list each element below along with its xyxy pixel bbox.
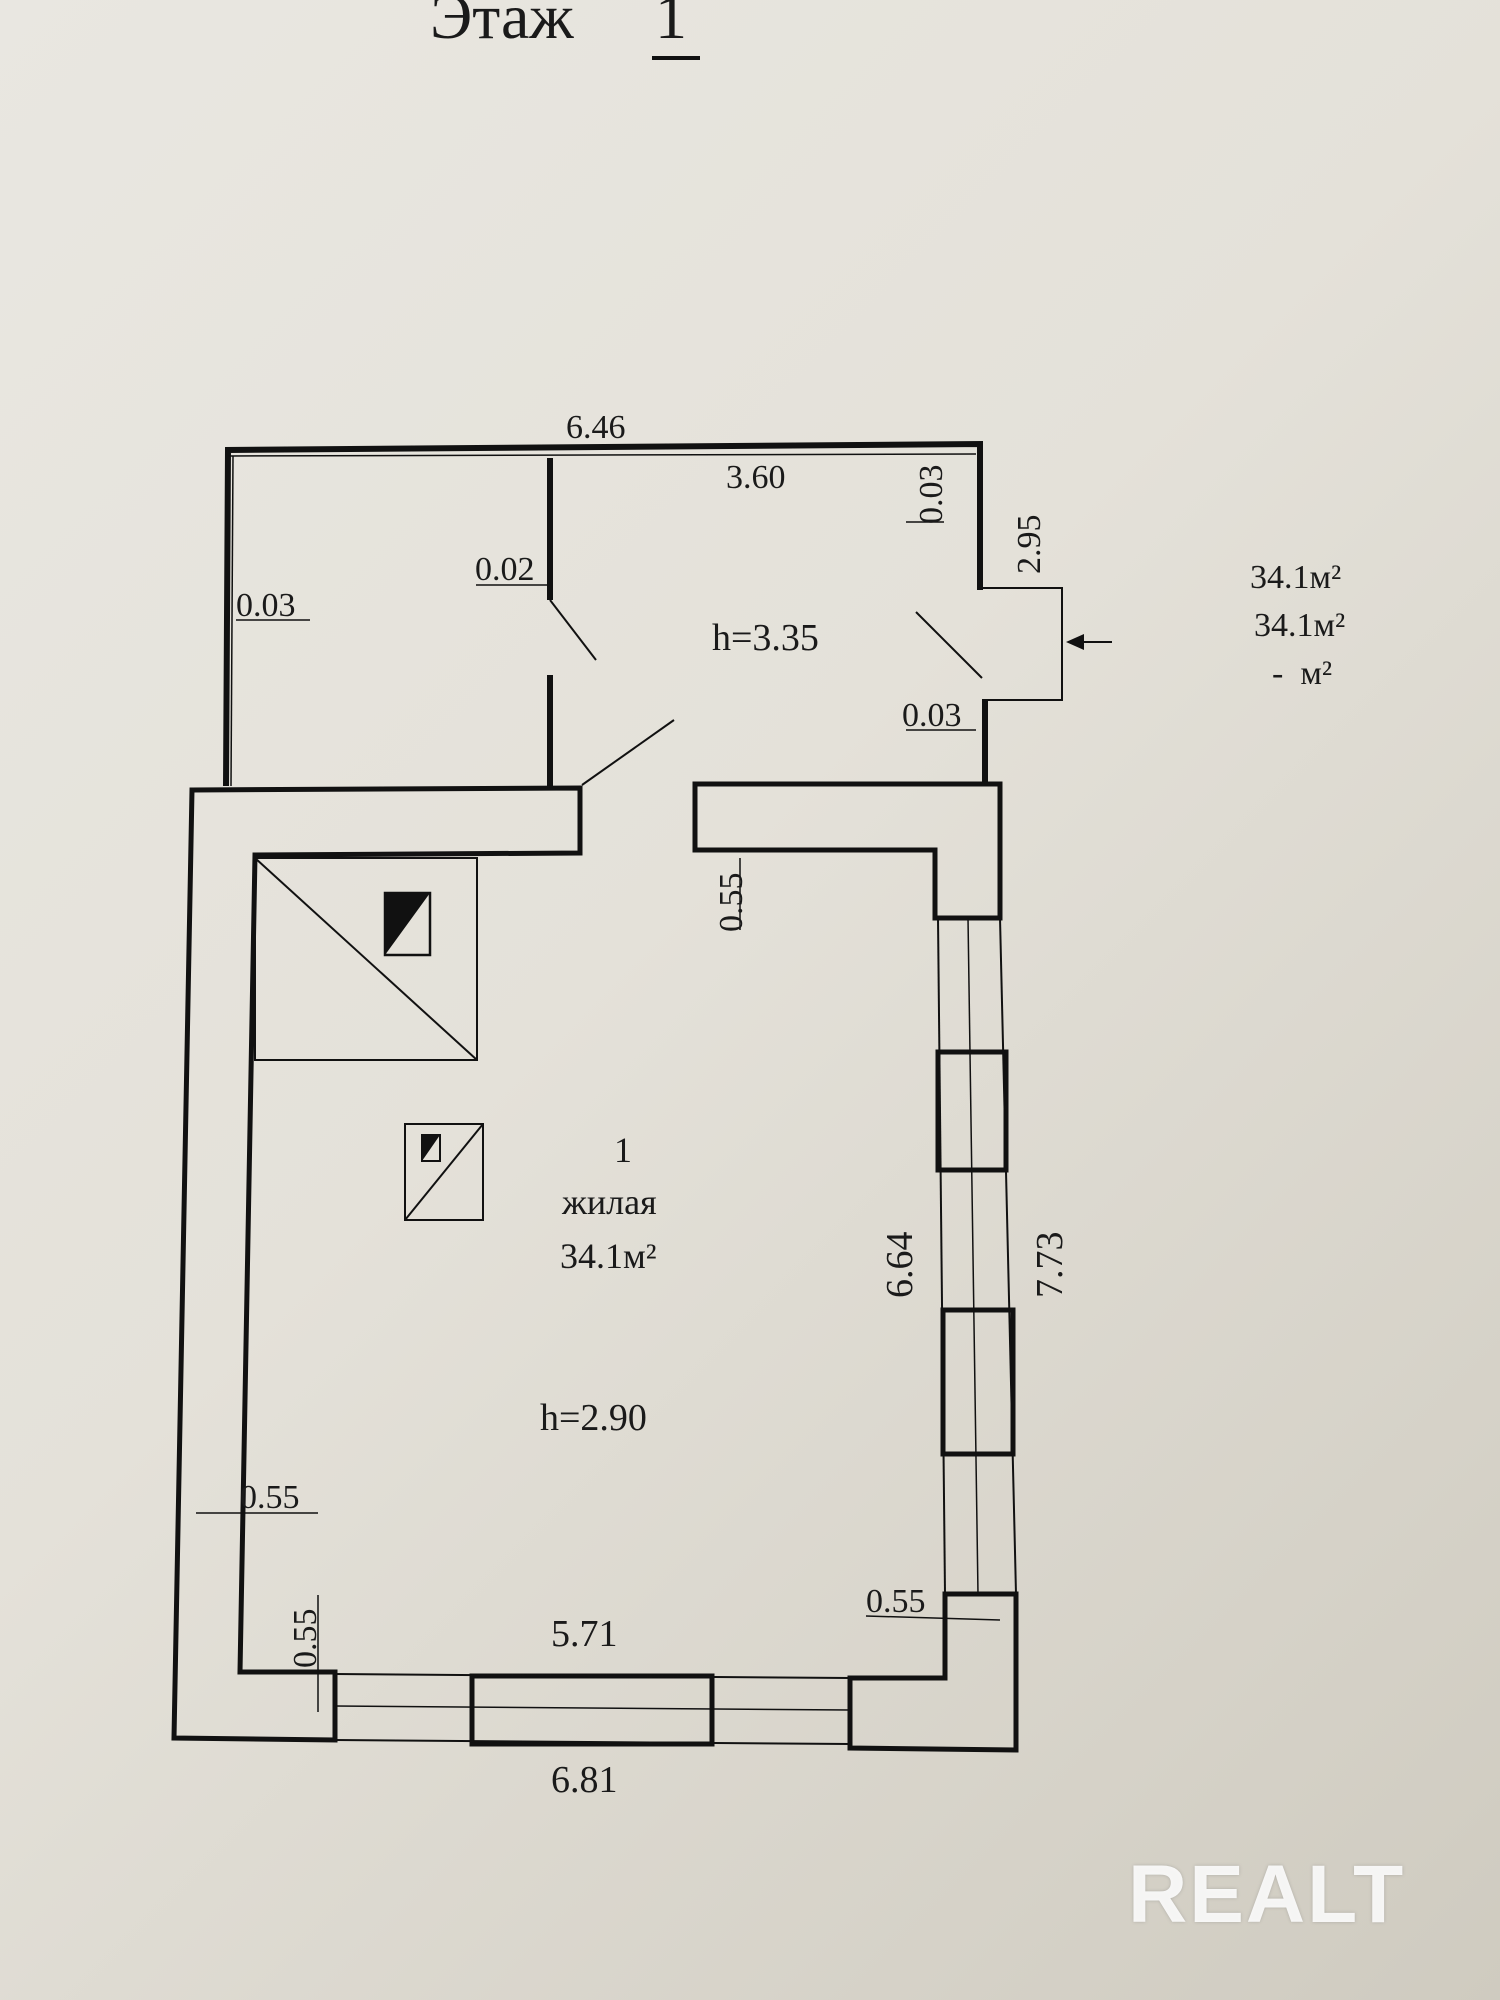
room-type: жилая — [561, 1182, 657, 1222]
dim-top-total: 6.46 — [566, 409, 626, 446]
height-vestibule: h=3.35 — [712, 617, 819, 659]
dim-wall-right-bottom: 0.03 — [902, 697, 962, 734]
height-room: h=2.90 — [540, 1397, 647, 1439]
entry-arrow-icon — [1066, 634, 1084, 650]
dim-wall-left-vestibule: 0.03 — [236, 587, 296, 624]
stove-large-icon — [254, 857, 478, 1061]
floor-title: Этаж — [430, 0, 574, 52]
right-wall-windows — [935, 917, 1017, 1595]
dim-vestibule-depth: 2.95 — [1011, 515, 1048, 575]
dim-wall-left: 0.55 — [240, 1479, 300, 1516]
room-number: 1 — [614, 1130, 632, 1170]
dimension-lines — [196, 521, 1001, 1712]
dim-partition: 0.02 — [475, 551, 535, 588]
floor-number: 1 — [655, 0, 687, 52]
dim-wall-bottom-left: 0.55 — [287, 1609, 324, 1669]
dim-wall-right-top: 0.03 — [913, 465, 950, 525]
stove-small-icon — [404, 1123, 484, 1221]
room-area: 34.1м² — [560, 1236, 657, 1276]
vestibule-walls — [223, 440, 1112, 787]
summary-other-area: - м² — [1272, 655, 1332, 692]
dim-wall-inner-right: 0.55 — [713, 873, 750, 933]
summary-living-area: 34.1м² — [1254, 607, 1345, 644]
summary-total-area: 34.1м² — [1250, 559, 1341, 596]
realt-watermark-logo: REALT — [1128, 1849, 1406, 1940]
dim-room-width-inner: 5.71 — [551, 1613, 618, 1655]
dim-room-depth-outer: 7.73 — [1029, 1232, 1071, 1299]
bottom-wall-windows — [334, 1673, 851, 1747]
dim-room-width-outer: 6.81 — [551, 1759, 618, 1801]
dim-wall-bottom-right: 0.55 — [866, 1583, 926, 1620]
dim-room-depth-inner: 6.64 — [879, 1232, 921, 1299]
dim-vestibule-width: 3.60 — [726, 459, 786, 496]
